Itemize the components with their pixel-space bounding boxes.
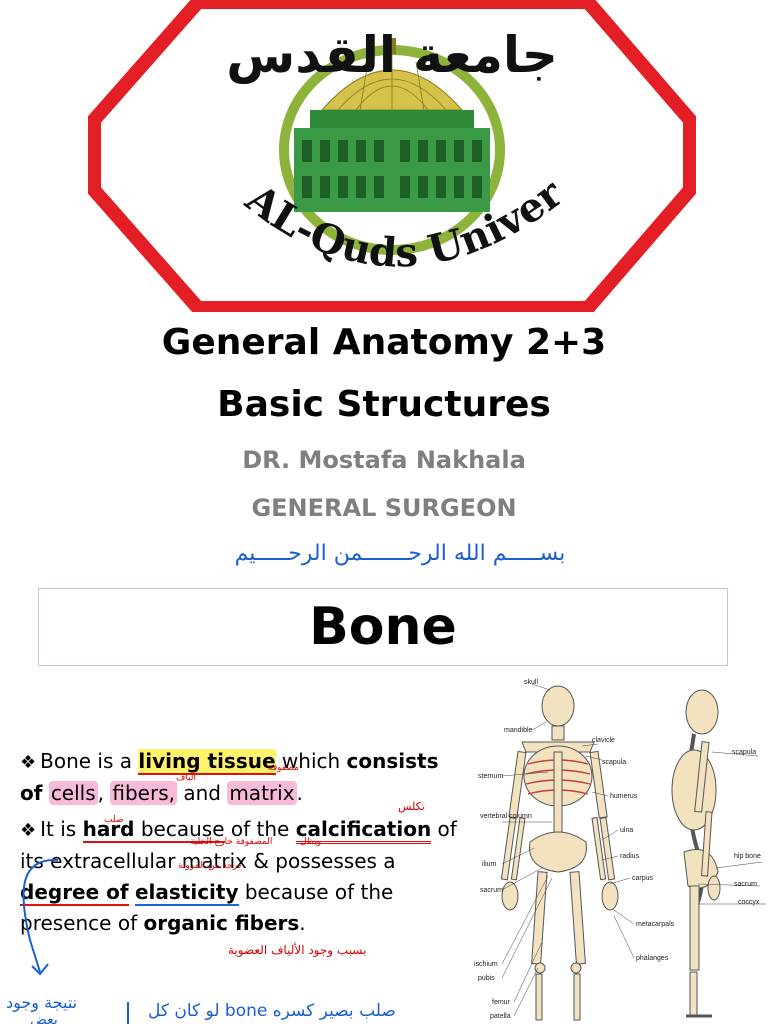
bold-of: of [20, 781, 43, 805]
annotation-result: نتيجة وجود [6, 993, 77, 1013]
handwritten-annotations: ألياف مصفوفة صلب تكلس المصفوفة خارج الخل… [6, 763, 425, 1024]
text: which [275, 749, 347, 773]
label-femur: femur [492, 999, 511, 1006]
label-ulna: ulna [620, 827, 633, 834]
diamond-bullet-icon: ❖ [20, 820, 37, 841]
label-vertebral-column: vertebral column [480, 813, 532, 820]
annotation-extracellular: المصفوفة خارج الخلية [190, 837, 272, 847]
annotation-bottom-note: لو كان كل bone صلب بصير كسره [148, 1001, 396, 1021]
svg-text:بســـــم الله الرحـــــــمن ال: بســـــم الله الرحـــــــمن الرحـــــيم [235, 541, 566, 566]
label-sternum: sternum [478, 773, 503, 780]
bold-hard: hard [82, 817, 135, 843]
label-patella: patella [490, 1013, 511, 1020]
page-subtitle: Basic Structures [217, 384, 551, 425]
text: because of the presence of [20, 880, 394, 935]
text: , [97, 781, 111, 805]
label-skull: skull [524, 679, 538, 686]
annotation-result-2: بعض [30, 1012, 58, 1024]
text: Bone is a [40, 749, 139, 773]
section-title: Bone [309, 597, 457, 657]
label-metacarpals: metacarpals [636, 921, 675, 928]
annotation-fibers: ألياف [176, 771, 196, 783]
bullet-paragraph-1: ❖Bone is a living tissue which consists o… [20, 746, 470, 809]
skeleton-illustration: skull mandible clavicle scapula sternum … [474, 679, 766, 1021]
text: It is [40, 817, 83, 841]
highlight-cells: cells [48, 781, 98, 805]
bold-organic-fibers: organic fibers [143, 911, 300, 935]
text: and [176, 781, 228, 805]
label-scapula: scapula [602, 759, 626, 766]
annotation-calcification: تكلس [398, 800, 425, 813]
label-pubis: pubis [478, 975, 495, 982]
label-sacrum: sacrum [480, 887, 503, 894]
highlight-fibers: fibers, [110, 781, 177, 805]
bold-degree-of: degree of [20, 880, 129, 906]
label-humerus: humerus [610, 793, 638, 800]
text: of the [224, 817, 296, 841]
highlight-matrix: matrix [227, 781, 297, 805]
bold-calcification: calcification [295, 817, 432, 844]
page-title: General Anatomy 2+3 [161, 322, 607, 363]
highlight-living-tissue: living tissue [138, 749, 276, 775]
section-title-box: Bone [38, 588, 728, 666]
bullet-paragraph-2: ❖It is hard because of the calcification… [20, 814, 470, 939]
bold-elasticity: elasticity [134, 880, 239, 906]
label-phalanges: phalanges [636, 955, 669, 962]
label-radius: radius [620, 853, 640, 860]
author-role: GENERAL SURGEON [251, 494, 517, 522]
text: . [299, 911, 306, 935]
label-ischium: ischium [474, 961, 498, 968]
label-scapula-side: scapula [732, 749, 756, 756]
label-carpus: carpus [632, 875, 654, 882]
handwritten-basmala: بســـــم الله الرحـــــــمن الرحـــــيم [235, 541, 566, 566]
bold-consists: consists [346, 749, 439, 773]
text: . [296, 781, 303, 805]
label-ilium: ilium [482, 861, 497, 868]
author-name: DR. Mostafa Nakhala [242, 446, 526, 474]
label-clavicle: clavicle [592, 737, 615, 744]
label-sacrum-side: sacrum [734, 881, 757, 888]
label-coccyx: coccyx [738, 899, 760, 906]
al-quds-university-seal-icon: جامعة القدس AL-Quds University [88, 0, 696, 312]
label-hip-bone: hip bone [734, 853, 761, 860]
underline-because: because [134, 817, 225, 843]
logo-arabic-name: جامعة القدس [226, 26, 558, 84]
label-mandible: mandible [504, 727, 533, 734]
annotation-organic: بسبب وجود الألياف العضوية [228, 942, 366, 958]
annotation-possesses: ويظل [300, 837, 321, 847]
text: of its extracellular matrix & possesses … [20, 817, 457, 873]
annotation-elasticity: درجة من المرونة [178, 861, 241, 871]
diamond-bullet-icon: ❖ [20, 752, 37, 773]
annotation-hard: صلب [104, 815, 123, 825]
annotation-matrix: مصفوفة [268, 763, 299, 773]
